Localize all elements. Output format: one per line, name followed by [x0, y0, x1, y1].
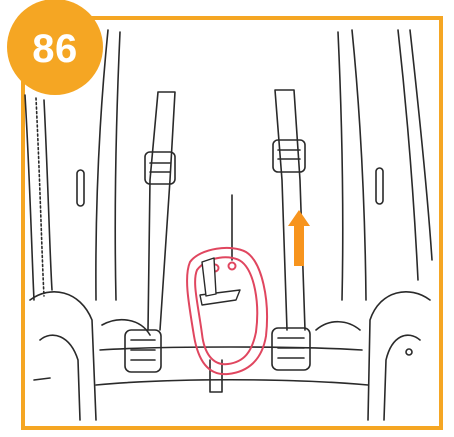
right-armrest: [368, 292, 430, 420]
left-frame: [25, 95, 52, 300]
right-armrest-rivet: [406, 349, 412, 355]
left-stitching: [36, 98, 44, 296]
left-armrest: [30, 292, 96, 420]
left-hip-clip: [125, 330, 161, 372]
left-shoulder-strap: [148, 92, 175, 330]
pad-hole-right: [229, 263, 236, 270]
crotch-strap: [210, 360, 222, 392]
right-hip-clip: [272, 328, 310, 370]
seat-back: [96, 30, 366, 300]
seat-base: [96, 347, 368, 385]
lap-area: [102, 320, 360, 335]
step-number-badge: 86: [6, 4, 104, 92]
right-strap-buckle: [273, 140, 305, 172]
pad-buckle-tongue: [202, 258, 216, 296]
right-slot: [376, 168, 383, 204]
seat-back-inner-right: [338, 32, 343, 300]
right-shoulder-strap: [275, 90, 305, 330]
step-number: 86: [32, 27, 78, 72]
up-arrow-icon: [288, 210, 310, 266]
right-frame: [398, 30, 432, 280]
left-slot: [77, 170, 84, 206]
crotch-pad-highlight: [187, 248, 267, 374]
seat-back-inner-left: [115, 32, 120, 300]
